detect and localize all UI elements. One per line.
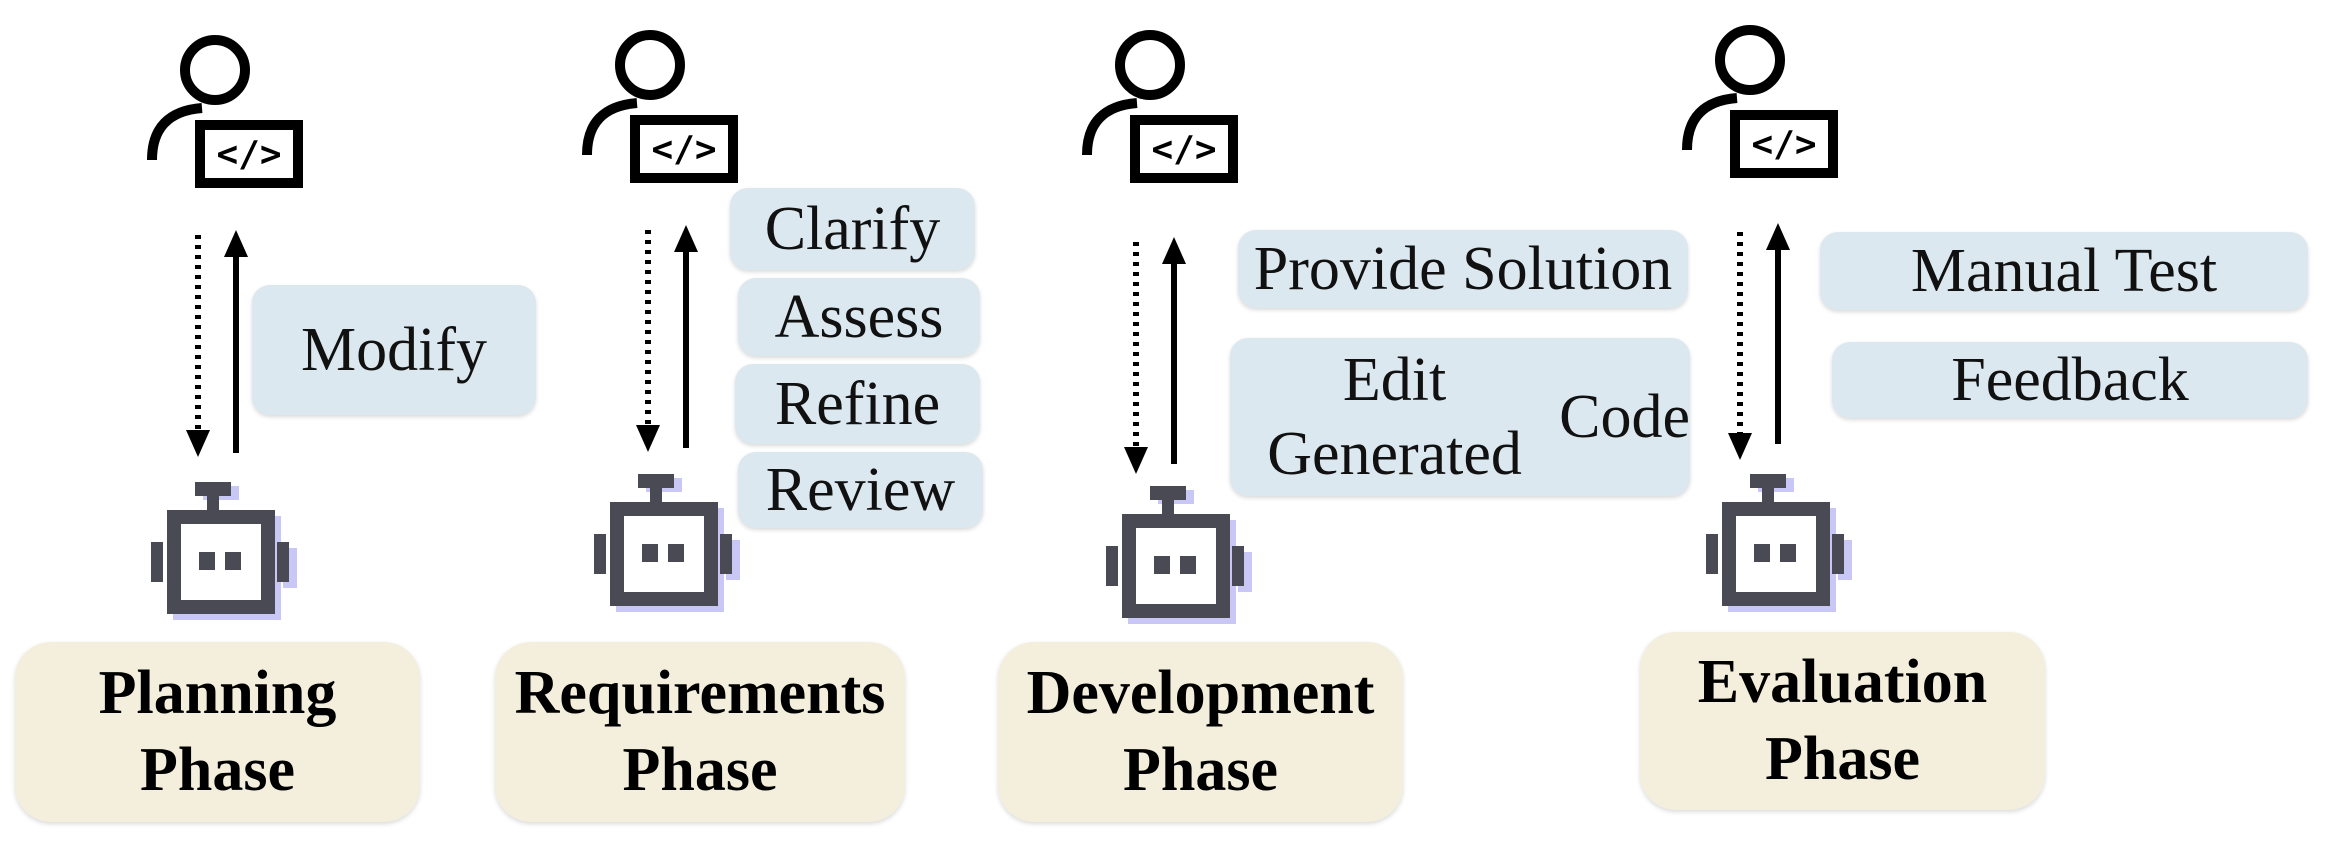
action-edit-generated-code: Edit Generated Code xyxy=(1230,338,1690,496)
phase-title-line1: Evaluation xyxy=(1697,647,1988,716)
phase-title-line2: Phase xyxy=(1123,736,1278,804)
interaction-arrows xyxy=(186,230,248,457)
action-refine: Refine xyxy=(735,364,980,444)
action-clarify: Clarify xyxy=(730,188,975,270)
action-feedback: Feedback xyxy=(1832,342,2308,418)
developer-person-icon: </> xyxy=(1082,30,1238,183)
action-line2: Code xyxy=(1559,382,1690,451)
action-provide-solution: Provide Solution xyxy=(1238,230,1688,308)
phase-title-line1: Development xyxy=(1026,658,1375,727)
developer-person-icon: </> xyxy=(582,30,738,183)
svg-text:</>: </> xyxy=(1151,129,1216,170)
svg-text:</>: </> xyxy=(216,134,281,175)
phase-title-line1: Planning xyxy=(98,658,337,727)
phase-label-planning: Planning Phase xyxy=(15,642,420,822)
action-line1: Edit Generated xyxy=(1267,345,1522,488)
interaction-arrows xyxy=(1124,237,1186,474)
action-manual-test: Manual Test xyxy=(1820,232,2308,310)
svg-text:</>: </> xyxy=(1751,124,1816,165)
action-review: Review xyxy=(738,452,983,528)
robot-agent-icon xyxy=(1106,486,1252,624)
phase-title-line2: Phase xyxy=(140,736,295,804)
action-modify: Modify xyxy=(252,285,536,415)
robot-agent-icon xyxy=(151,482,297,620)
interaction-arrows xyxy=(1728,223,1790,460)
robot-agent-icon xyxy=(1706,474,1852,612)
phase-label-development: Development Phase xyxy=(998,642,1403,822)
phase-title-line1: Requirements xyxy=(514,658,886,727)
developer-person-icon: </> xyxy=(147,35,303,188)
svg-text:</>: </> xyxy=(651,129,716,170)
phase-label-requirements: Requirements Phase xyxy=(495,642,905,822)
robot-agent-icon xyxy=(594,474,740,612)
phase-title-line2: Phase xyxy=(622,736,778,804)
phase-label-evaluation: Evaluation Phase xyxy=(1640,632,2045,810)
developer-person-icon: </> xyxy=(1682,25,1838,178)
action-assess: Assess xyxy=(738,278,980,356)
phase-title-line2: Phase xyxy=(1765,725,1920,793)
interaction-arrows xyxy=(636,225,698,452)
